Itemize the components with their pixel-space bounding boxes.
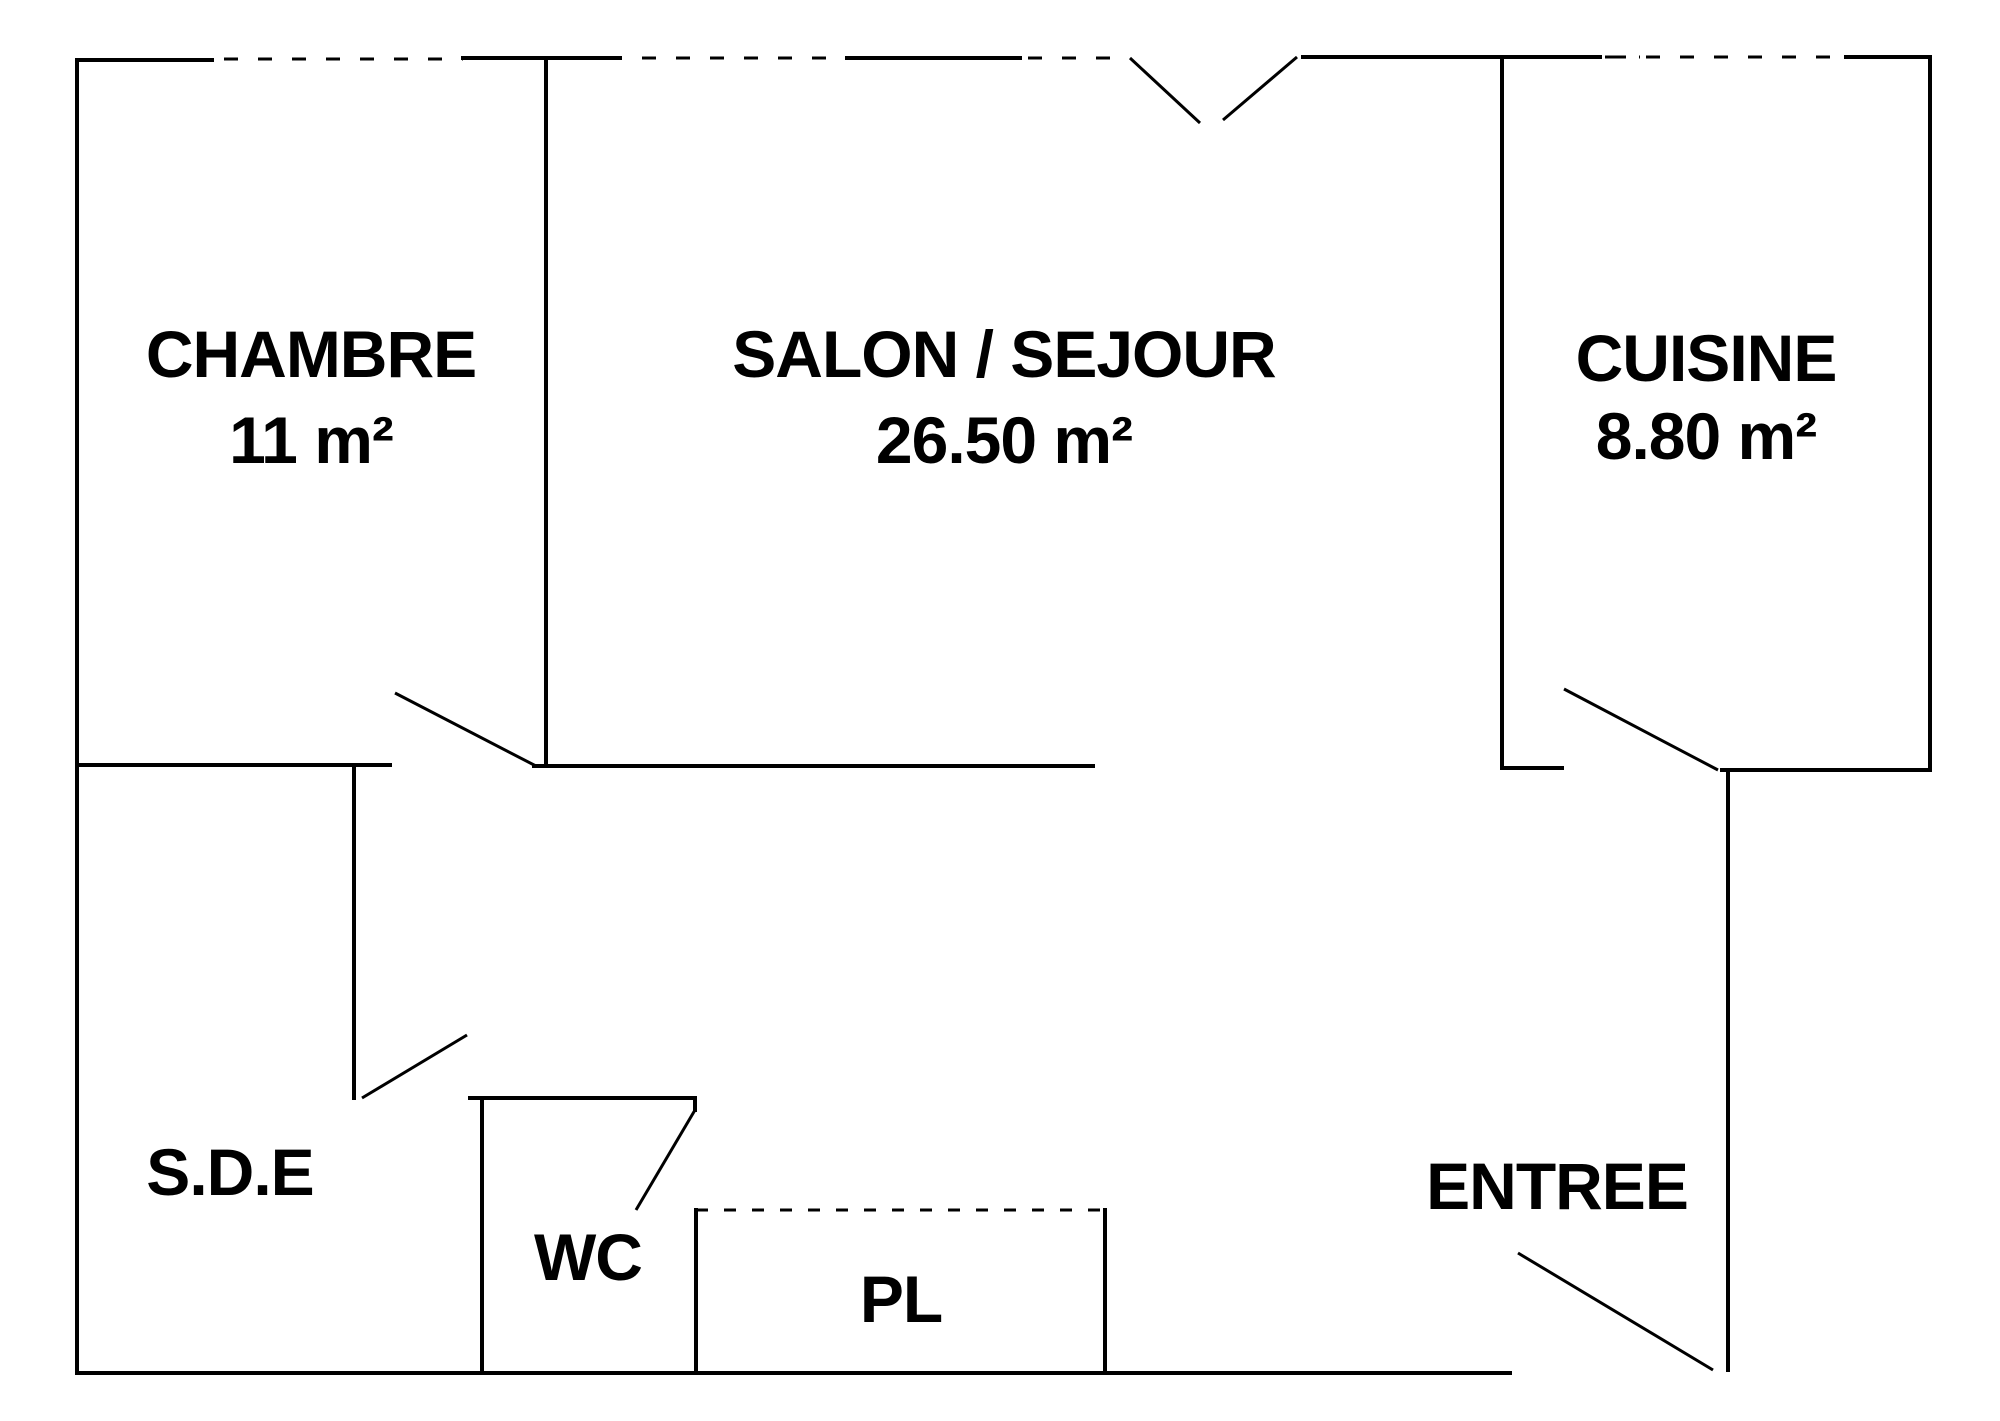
room-name-entree: ENTREE (1426, 1149, 1688, 1223)
room-name-chambre: CHAMBRE (146, 317, 476, 391)
balcony-double-door (1128, 55, 1298, 125)
room-area-chambre: 11 m² (229, 403, 393, 477)
room-name-salon: SALON / SEJOUR (732, 317, 1276, 391)
door-leaf-right (1222, 55, 1298, 122)
room-area-salon: 26.50 m² (876, 403, 1132, 477)
room-name-sde: S.D.E (146, 1135, 313, 1209)
room-name-wc: WC (534, 1220, 642, 1294)
interior-walls (75, 55, 1932, 1375)
room-labels: CHAMBRE 11 m² SALON / SEJOUR 26.50 m² CU… (146, 317, 1838, 1336)
door-sde (361, 1033, 468, 1100)
room-name-cuisine: CUISINE (1576, 321, 1837, 395)
interior-doors (361, 687, 1719, 1372)
door-wc (634, 1109, 697, 1211)
door-cuisine (1563, 687, 1719, 772)
top-openings (224, 55, 1846, 61)
door-entree (1517, 1251, 1714, 1372)
door-leaf-left (1128, 56, 1202, 125)
room-name-pl: PL (860, 1262, 942, 1336)
outer-walls (75, 55, 1932, 1375)
door-chambre (394, 691, 537, 768)
room-area-cuisine: 8.80 m² (1596, 399, 1816, 473)
